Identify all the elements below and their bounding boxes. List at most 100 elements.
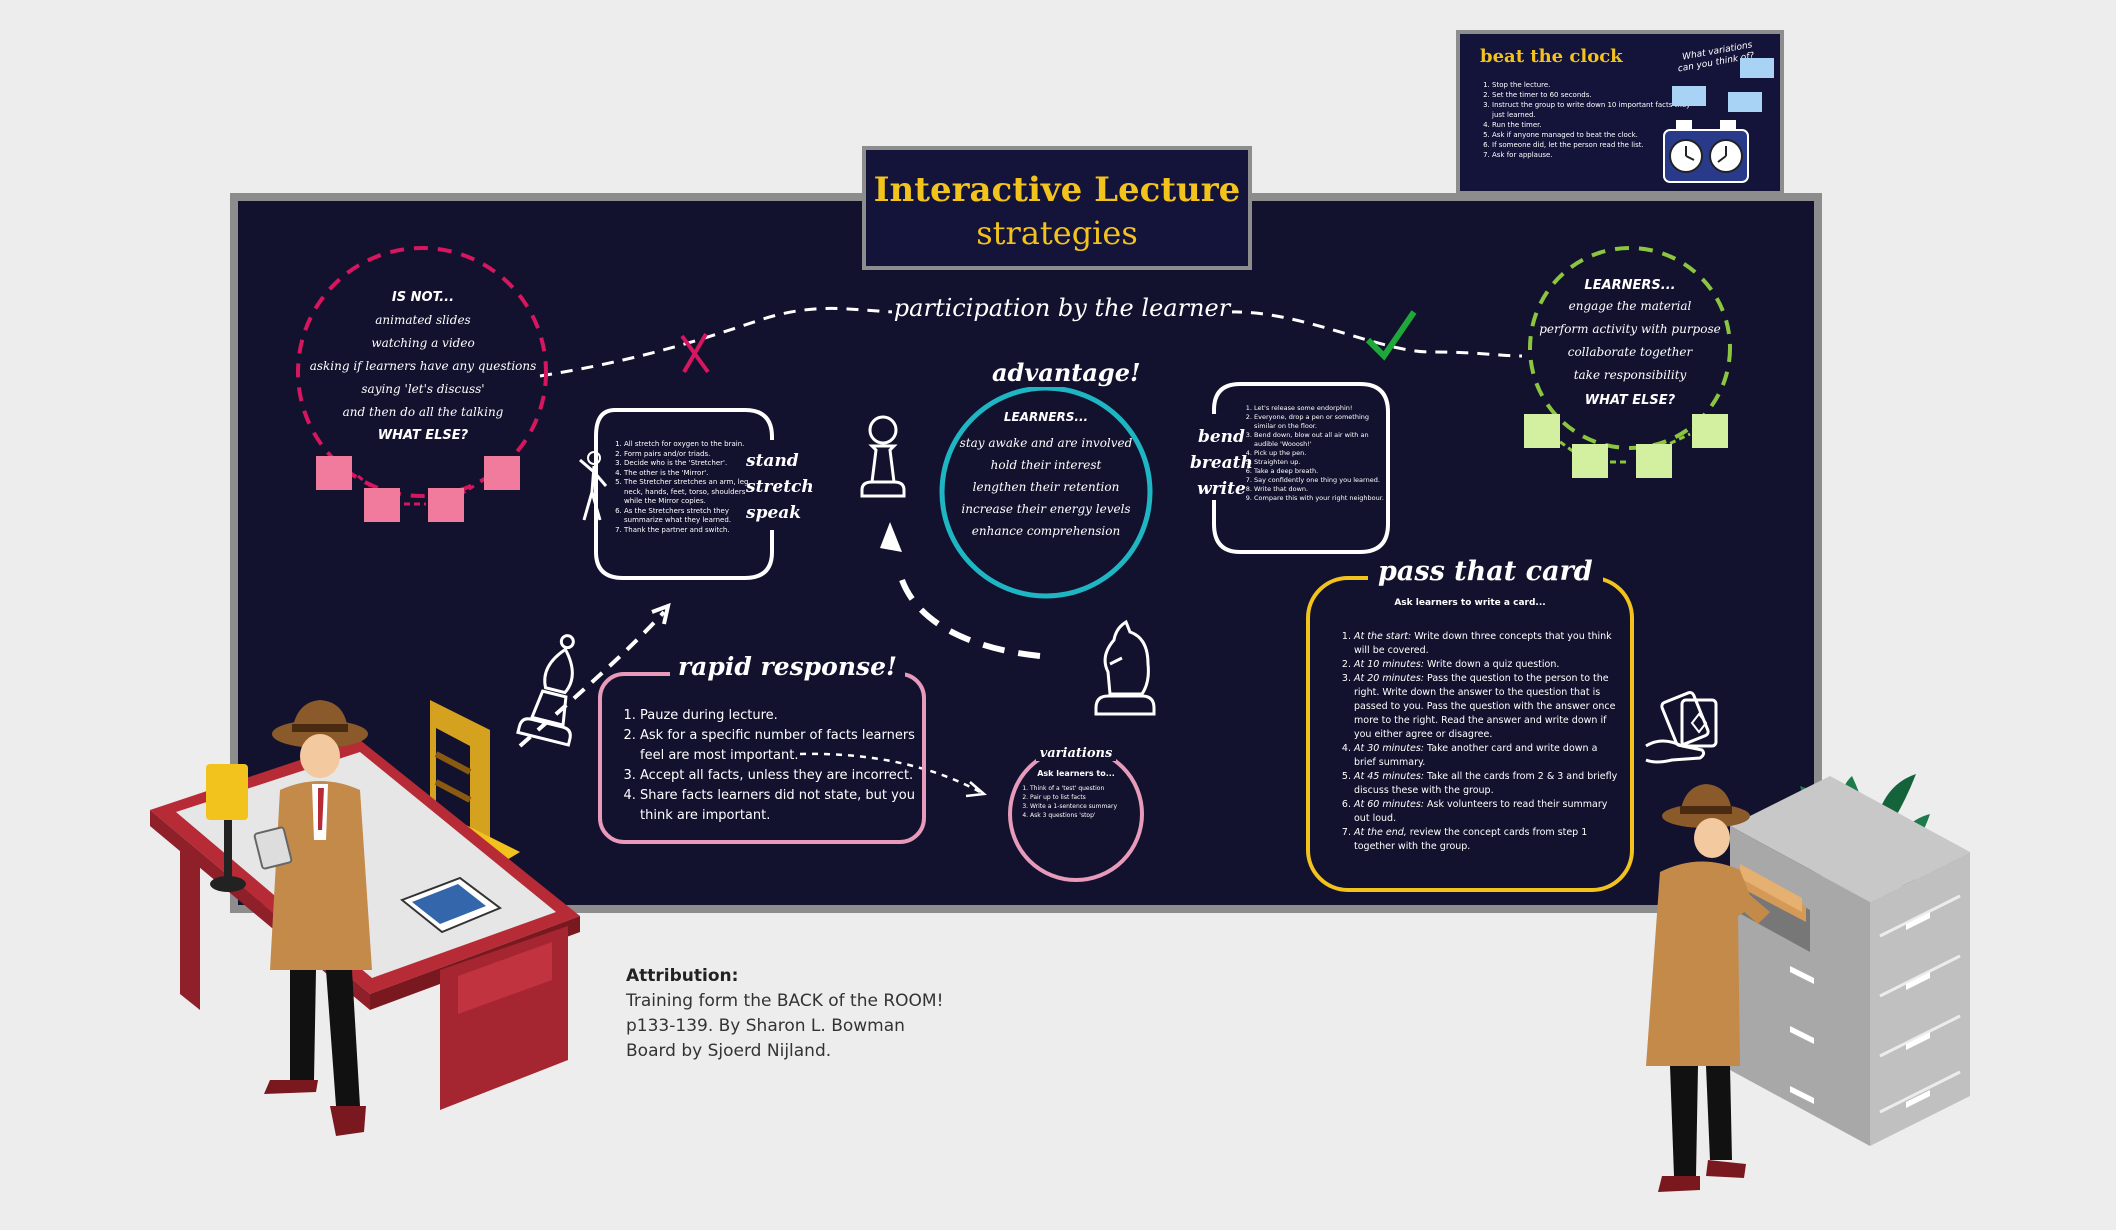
- detective-at-desk-illustration: [150, 700, 580, 1136]
- list-item: Compare this with your right neighbour.: [1254, 494, 1390, 503]
- list-item: Straighten up.: [1254, 458, 1390, 467]
- sticky-note[interactable]: [484, 456, 520, 490]
- bend-words: bend breath write: [1190, 424, 1253, 502]
- list-item: saying 'let's discuss': [361, 382, 485, 396]
- sticky-note[interactable]: [428, 488, 464, 522]
- advantage-title: advantage!: [984, 358, 1149, 387]
- rapid-response-title: rapid response!: [670, 652, 905, 681]
- cross-icon: [680, 332, 710, 374]
- list-item: Write that down.: [1254, 485, 1390, 494]
- learners-what-else: WHAT ELSE?: [1584, 393, 1676, 408]
- list-item: All stretch for oxygen to the brain.: [624, 440, 760, 450]
- attribution-line-1: Training form the BACK of the ROOM!: [626, 991, 944, 1011]
- list-item: At the start: Write down three concepts …: [1354, 630, 1620, 658]
- list-item: Instruct the group to write down 10 impo…: [1492, 100, 1692, 120]
- participation-label: participation by the learner: [892, 294, 1232, 322]
- keyword: stand: [746, 451, 799, 471]
- learners-circle: [1528, 246, 1732, 450]
- list-item: Pauze during lecture.: [640, 706, 930, 726]
- stand-steps: All stretch for oxygen to the brain.Form…: [612, 440, 760, 535]
- sticky-note[interactable]: [1636, 444, 1672, 478]
- keyword: speak: [746, 503, 802, 523]
- pass-card-title: pass that card: [1368, 556, 1603, 587]
- attribution: Attribution: Training form the BACK of t…: [626, 964, 943, 1064]
- sticky-note[interactable]: [1524, 414, 1560, 448]
- check-icon: [1365, 310, 1417, 361]
- list-item: Think of a 'test' question: [1030, 784, 1136, 793]
- step-text: Write down three concepts that you think…: [1354, 631, 1612, 656]
- step-text: Ask volunteers to read their summary out…: [1354, 799, 1608, 824]
- list-item: As the Stretchers stretch they summarize…: [624, 507, 760, 526]
- advantage-subtitle: LEARNERS...: [1003, 410, 1089, 424]
- stretching-person-icon: [579, 451, 608, 521]
- advantage-circle: [939, 385, 1153, 599]
- step-lead: At 10 minutes:: [1354, 659, 1425, 670]
- list-item: and then do all the talking: [342, 405, 504, 419]
- chess-clock-icon: [1663, 120, 1749, 183]
- knight-icon: [1094, 619, 1156, 716]
- bishop-icon: [516, 634, 575, 747]
- step-lead: At 60 minutes:: [1354, 799, 1425, 810]
- step-text: Pass the question to the person to the r…: [1354, 673, 1616, 740]
- step-lead: At 30 minutes:: [1354, 743, 1425, 754]
- detective-at-cabinet-illustration: [1646, 774, 1970, 1192]
- sticky-note[interactable]: [1692, 414, 1728, 448]
- keyword: stretch: [746, 477, 814, 497]
- list-item: collaborate together: [1567, 345, 1693, 359]
- list-item: At 30 minutes: Take another card and wri…: [1354, 742, 1620, 770]
- list-item: The Stretcher stretches an arm, leg, nec…: [624, 478, 760, 507]
- step-lead: At the start:: [1354, 631, 1412, 642]
- learners-title: LEARNERS...: [1584, 278, 1676, 293]
- is-not-circle: [296, 246, 548, 498]
- list-item: Ask 3 questions 'stop': [1030, 811, 1136, 820]
- is-not-title: IS NOT...: [391, 290, 455, 305]
- is-not-what-else: WHAT ELSE?: [377, 428, 469, 443]
- list-item: At the end, review the concept cards fro…: [1354, 826, 1620, 854]
- pawn-icon: [860, 415, 906, 498]
- list-item: At 20 minutes: Pass the question to the …: [1354, 672, 1620, 742]
- sticky-note[interactable]: [316, 456, 352, 490]
- stand-words: stand stretch speak: [746, 448, 814, 526]
- keyword: bend: [1197, 427, 1245, 447]
- step-lead: At 20 minutes:: [1354, 673, 1425, 684]
- list-item: asking if learners have any questions: [309, 359, 537, 373]
- sticky-note[interactable]: [1672, 86, 1706, 106]
- beat-the-clock-board: beat the clock What variations can you t…: [1456, 30, 1784, 195]
- bend-box: [1212, 382, 1390, 554]
- list-item: Ask if anyone managed to beat the clock.: [1492, 130, 1692, 140]
- keyword: breath: [1190, 453, 1253, 473]
- list-item: At 10 minutes: Write down a quiz questio…: [1354, 658, 1620, 672]
- stand-box: [594, 408, 774, 580]
- variations-block: variations Ask learners to... Think of a…: [1016, 742, 1136, 820]
- sticky-note[interactable]: [1740, 58, 1774, 78]
- list-item: Everyone, drop a pen or something simila…: [1254, 413, 1390, 431]
- hand-cards-icon: [1645, 691, 1718, 764]
- list-item: The other is the 'Mirror'.: [624, 469, 760, 479]
- beat-the-clock-steps: Stop the lecture.Set the timer to 60 sec…: [1478, 80, 1692, 160]
- list-item: Share facts learners did not state, but …: [640, 786, 930, 826]
- step-lead: At the end,: [1354, 827, 1407, 838]
- sticky-note[interactable]: [1572, 444, 1608, 478]
- list-item: take responsibility: [1573, 368, 1687, 382]
- list-item: animated slides: [375, 313, 471, 327]
- variations-subtitle: Ask learners to...: [1037, 769, 1115, 778]
- list-item: Decide who is the 'Stretcher'.: [624, 459, 760, 469]
- sticky-note[interactable]: [1728, 92, 1762, 112]
- list-item: lengthen their retention: [972, 480, 1120, 494]
- bend-steps: Let's release some endorphin!Everyone, d…: [1242, 404, 1390, 503]
- board-title-box: Interactive Lecture strategies: [862, 146, 1252, 270]
- board-subtitle: strategies: [976, 214, 1138, 252]
- list-item: Thank the partner and switch.: [624, 526, 760, 536]
- keyword: write: [1197, 479, 1246, 499]
- list-item: Form pairs and/or triads.: [624, 450, 760, 460]
- step-text: Write down a quiz question.: [1424, 659, 1560, 670]
- list-item: At 60 minutes: Ask volunteers to read th…: [1354, 798, 1620, 826]
- list-item: hold their interest: [990, 458, 1102, 472]
- sticky-note[interactable]: [364, 488, 400, 522]
